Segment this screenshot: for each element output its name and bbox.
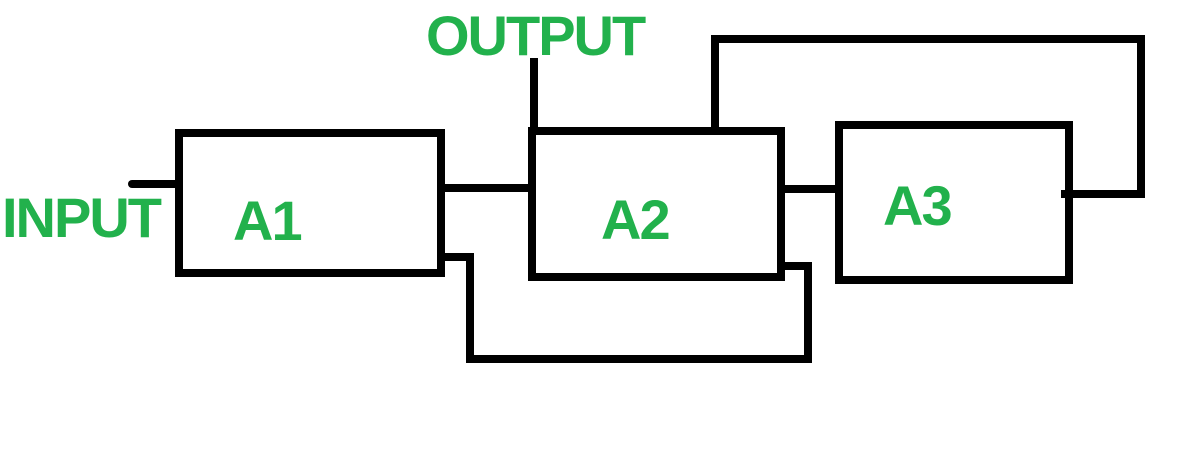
input-label: INPUT: [2, 186, 162, 249]
output-label: OUTPUT: [426, 4, 646, 67]
top-feedback-wire: [711, 35, 1145, 198]
bottom-feedback-wire: [437, 253, 812, 363]
block-a1-label: A1: [233, 189, 303, 252]
block-a2-label: A2: [601, 188, 671, 251]
block-a1-box: [175, 129, 445, 277]
block-a3-label: A3: [883, 174, 953, 237]
block-a3-box: [835, 121, 1073, 284]
block-a2-box: [528, 127, 785, 281]
